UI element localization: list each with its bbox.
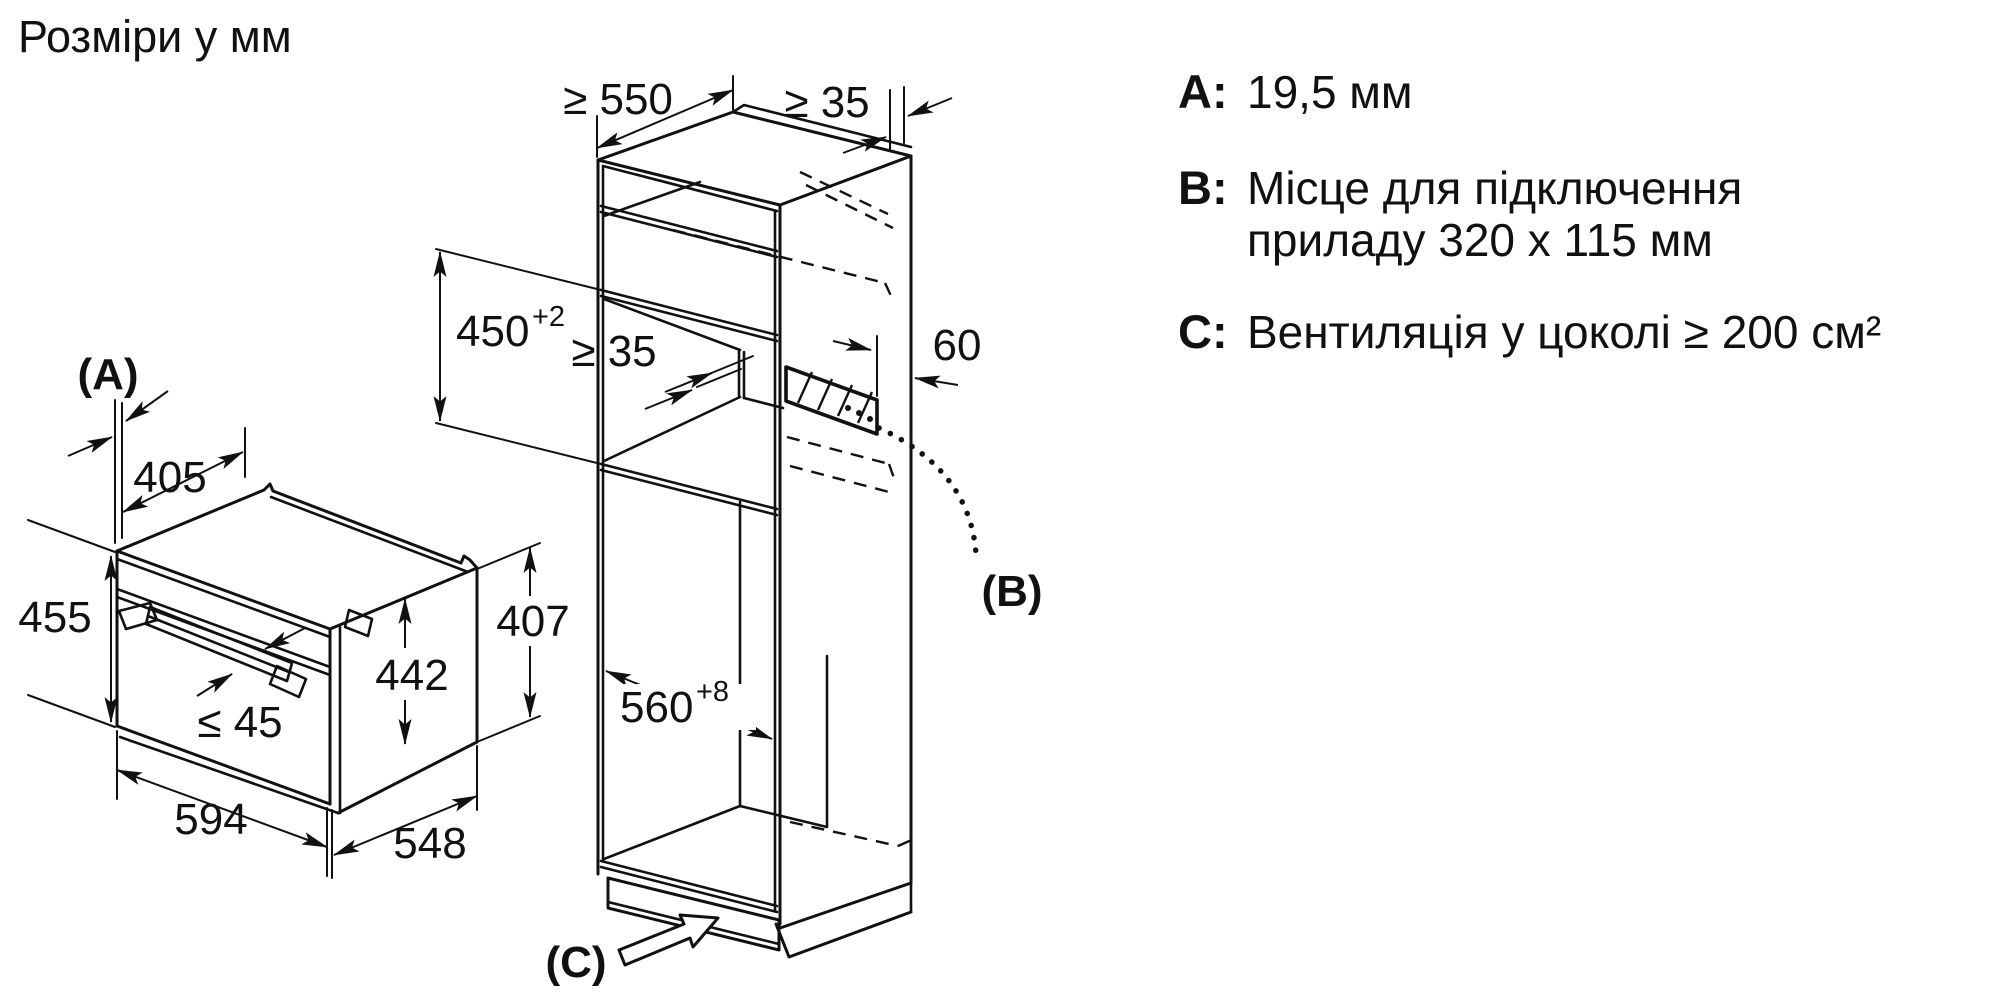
lower-compartment-floor-corner	[602, 804, 742, 861]
cabinet-plinth	[606, 876, 781, 952]
oven-dim-455-label: 455	[18, 593, 91, 642]
legend-c-text: Вентиляція у цоколі ≥ 200 см²	[1247, 306, 1881, 358]
cabinet-top-front-inner	[601, 164, 779, 213]
cabinet-dim-35-top: ≥ 35	[784, 78, 953, 154]
cabinet-dim-35-niche: ≥ 35	[571, 327, 754, 410]
cabinet-dim-560-tolerance: +8	[696, 676, 729, 708]
oven-dim-407: 407	[476, 542, 574, 743]
cabinet-base-bottom	[774, 910, 913, 959]
page-title: Розміри у мм	[18, 11, 292, 62]
cabinet-dim-60: 60	[832, 321, 982, 397]
cabinet-niche-floor-edge2	[599, 468, 779, 517]
legend-a-key: A:	[1178, 65, 1228, 118]
cabinet-dim-60-label: 60	[933, 321, 982, 370]
oven-top-rear-inner-edge	[269, 495, 470, 574]
legend-b-key: B:	[1178, 161, 1228, 214]
connection-area-hatch	[784, 365, 879, 436]
legend-a-text: 19,5 мм	[1247, 66, 1413, 118]
oven-grip-slot	[343, 608, 374, 638]
oven-dim-a-label: (A)	[77, 350, 138, 399]
legend-b-line1: Місце для підключення	[1247, 162, 1742, 214]
oven-dim-handle: ≤ 45	[196, 627, 306, 747]
cabinet-top-shelf-edge2	[599, 210, 779, 259]
legend: A: 19,5 мм B: Місце для підключення прил…	[1178, 65, 1881, 358]
oven-control-panel-line1	[115, 587, 332, 669]
cabinet-side-bottom-edge	[778, 881, 913, 930]
oven-dim-594-label: 594	[174, 795, 247, 844]
cabinet-floor-edge1	[599, 859, 779, 908]
cabinet-dim-450: 450 +2	[433, 248, 602, 465]
cabinet-label-b: (B)	[981, 567, 1042, 616]
cabinet-dim-35-top-label: ≥ 35	[784, 78, 869, 127]
cabinet-dim-550: ≥ 550	[563, 75, 734, 158]
niche-floor-back-edge	[742, 396, 785, 410]
oven-dim-594: 594	[116, 730, 333, 879]
cabinet-side-top-edge	[778, 154, 913, 207]
cabinet-niche-ceiling-edge2	[599, 294, 779, 343]
cabinet-floor-edge2	[599, 865, 779, 914]
oven-drawing: (A) 405 455 442 407	[18, 350, 574, 879]
cabinet-dim-550-label: ≥ 550	[563, 75, 673, 124]
oven-dim-548: 548	[333, 745, 478, 868]
cabinet-niche-floor-edge1	[599, 462, 779, 511]
oven-dim-442-label: 442	[375, 651, 448, 700]
lower-compartment-floor-back	[738, 804, 829, 829]
cabinet-rear-wall-strip	[731, 103, 913, 149]
niche-ceiling-corner	[602, 297, 742, 352]
cabinet-top-front-edge	[596, 158, 782, 207]
oven-dim-405-label: 405	[133, 453, 206, 502]
oven-dim-407-label: 407	[496, 597, 569, 646]
cabinet-label-c: (C)	[545, 938, 606, 987]
oven-handle	[117, 601, 308, 699]
oven-dim-handle-label: ≤ 45	[197, 698, 282, 747]
cabinet-niche-ceiling-edge1	[599, 288, 779, 337]
cabinet-dim-35-niche-label: ≥ 35	[571, 327, 656, 376]
oven-dim-455: 455	[18, 519, 118, 728]
connection-point-b: (B)	[876, 425, 1043, 616]
legend-b-line2: приладу 320 x 115 мм	[1247, 214, 1713, 266]
cabinet-dim-560-label: 560	[620, 683, 693, 732]
oven-dim-405: 405	[122, 427, 246, 513]
oven-dim-442: 442	[374, 598, 450, 745]
niche-floor-corner	[602, 395, 742, 463]
ventilation-arrow-icon	[617, 913, 720, 967]
cabinet-dim-450-label: 450	[456, 307, 529, 356]
cabinet-top-shelf-edge1	[599, 204, 779, 253]
cabinet-dim-450-tolerance: +2	[532, 301, 565, 333]
ventilation-point-c: (C)	[545, 913, 720, 987]
oven-side-bottom-edge	[336, 740, 479, 815]
oven-top-front-inner-edge	[115, 557, 332, 639]
oven-dim-a: (A)	[67, 350, 169, 544]
cabinet-top-compartment-corner	[602, 180, 702, 218]
legend-c-key: C:	[1178, 305, 1228, 358]
cabinet-drawing: ≥ 550 ≥ 35 450 +2 ≥ 35	[433, 75, 1043, 987]
hidden-edges	[672, 170, 917, 848]
oven-dim-548-label: 548	[393, 819, 466, 868]
cabinet-dim-560: 560 +8	[605, 670, 773, 740]
